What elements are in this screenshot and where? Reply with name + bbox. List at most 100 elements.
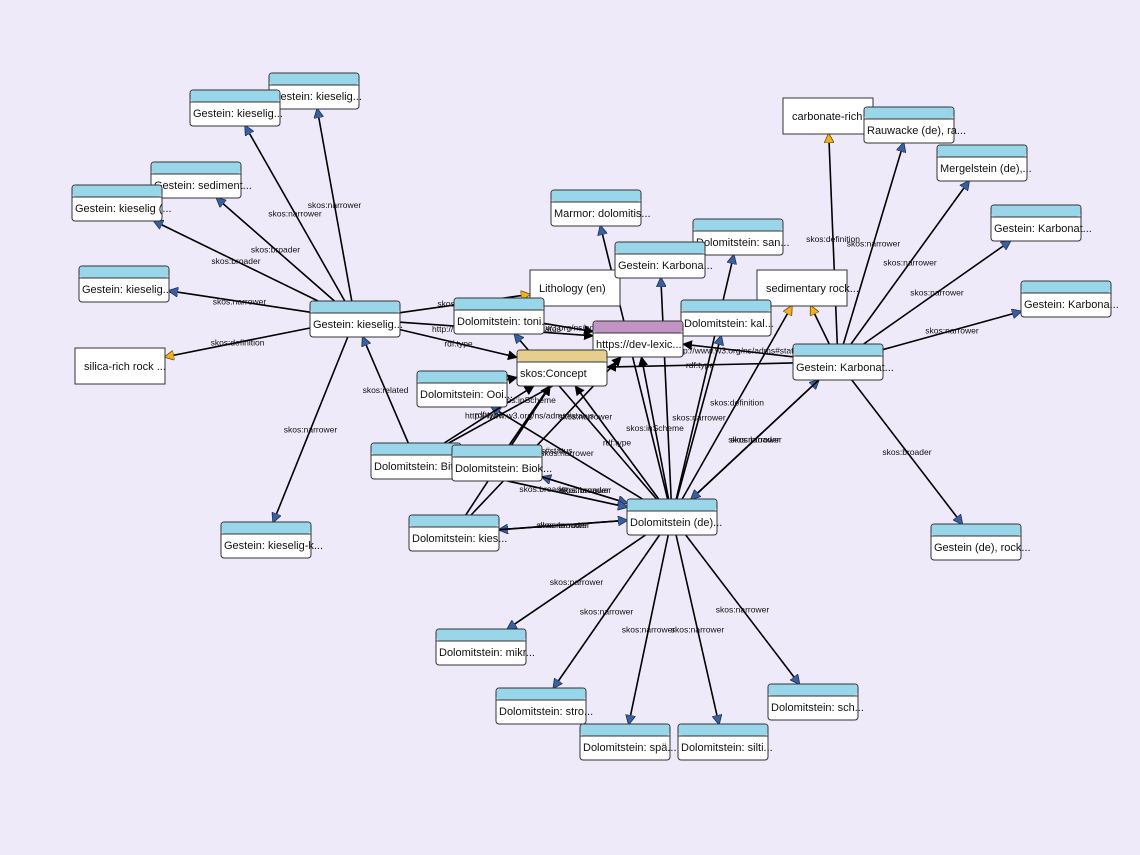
node-d-ooi[interactable]: Dolomitstein: Ooi... [416,370,513,408]
edge-g-karb-center-to-g-karb-r2[interactable] [882,311,1021,351]
node-g-kies-center[interactable]: Gestein: kieselig... [309,300,403,338]
edge-g-kies-center-to-skos-concept[interactable] [399,328,518,361]
node-label: Dolomitstein: spä... [583,742,677,754]
node-g-karb-mid[interactable]: Gestein: Karbona... [614,241,713,279]
edge-d-main-to-scheme[interactable] [638,356,670,500]
edge-g-kies-center-to-g-kies-left[interactable] [169,291,311,313]
node-header [615,242,705,254]
edge-d-main-to-d-silti[interactable] [675,534,719,724]
node-label: Lithology (en) [539,283,606,295]
node-d-mikr[interactable]: Dolomitstein: mikr... [435,628,535,666]
edge-g-kies-center-to-g-sediment[interactable] [217,198,335,302]
edge-d-main-to-g-karb-mid[interactable] [661,278,672,500]
node-d-toni[interactable]: Dolomitstein: toni... [453,297,551,335]
node-g-karb-r1[interactable]: Gestein: Karbonat... [990,204,1092,242]
node-lit-lithology[interactable]: Lithology (en) [529,269,621,307]
node-header [436,629,526,641]
edge-d-bit-to-g-kies-center[interactable] [363,337,410,444]
node-rauwacke[interactable]: Rauwacke (de), ra... [863,106,966,144]
node-label: Dolomitstein: mikr... [439,647,535,659]
node-d-san[interactable]: Dolomitstein: san... [692,218,790,256]
edge-label: skos:narrower [925,326,979,336]
node-header [991,205,1081,217]
node-d-stro[interactable]: Dolomitstein: stro... [495,687,593,725]
edge-label: rdf:type [444,339,473,349]
node-lit-carbonate[interactable]: carbonate-rich r... [782,97,878,135]
node-d-kies[interactable]: Dolomitstein: kies... [408,514,507,552]
edge-d-main-to-d-stro[interactable] [553,534,661,688]
edge-d-bit-to-skos-concept[interactable] [443,385,535,444]
edge-label: skos:narrower [540,448,594,458]
node-label: Gestein: kieselig... [193,108,283,120]
edge-g-karb-center-to-g-karb-r1[interactable] [863,241,1011,345]
node-scheme[interactable]: https://dev-lexic... [592,320,684,358]
edge-g-kies-center-to-lit-silica[interactable] [165,327,311,357]
node-g-sediment[interactable]: Gestein: sediment... [150,161,252,199]
edge-layer [154,109,1021,724]
edge-g-karb-center-to-lit-carbonate[interactable] [829,134,839,345]
node-label: Gestein: sediment... [154,180,252,192]
node-g-kies-paren[interactable]: Gestein: kieselig (... [71,184,172,222]
edge-d-main-to-d-ooi[interactable] [492,407,643,500]
node-d-bit[interactable]: Dolomitstein: Bit... [370,442,463,480]
edge-label: skos:narrower [910,288,964,298]
node-marmor[interactable]: Marmor: dolomitis... [550,189,651,227]
node-header [1021,281,1111,293]
edge-label: skos:narrower [284,425,338,435]
edge-g-karb-center-to-rauwacke[interactable] [842,143,903,345]
edge-d-main-to-d-san[interactable] [675,255,734,500]
node-g-kies-t2[interactable]: Gestein: kieselig... [189,89,283,127]
edge-label: skos:broader [251,245,300,255]
node-label: Gestein: Karbona... [618,260,713,272]
node-g-rock[interactable]: Gestein (de), rock... [930,523,1031,561]
literal-box [782,97,874,135]
node-header [580,724,670,736]
edge-g-karb-center-to-g-rock[interactable] [851,379,962,524]
node-d-sch[interactable]: Dolomitstein: sch... [767,683,864,721]
edge-label: skos:narrower [213,297,267,307]
node-d-silti[interactable]: Dolomitstein: silti... [677,723,773,761]
node-layer: Gestein: kieselig...Gestein: kieselig...… [71,72,1119,761]
node-d-main[interactable]: Dolomitstein (de)... [626,498,722,536]
node-header [768,684,858,696]
node-g-kies-t1[interactable]: Gestein: kieselig... [268,72,362,110]
node-g-karb-center[interactable]: Gestein: Karbonat... [792,343,894,381]
node-mergelstein[interactable]: Mergelstein (de),... [936,144,1032,182]
edge-g-karb-center-to-mergelstein[interactable] [850,181,969,345]
edge-g-kies-center-to-g-kies-paren[interactable] [154,221,319,302]
edge-d-main-to-d-sch[interactable] [685,534,800,684]
edge-g-karb-center-to-scheme[interactable] [682,340,794,358]
edge-d-main-to-lit-sedimentary[interactable] [681,306,792,500]
node-g-karb-r2[interactable]: Gestein: Karbona... [1020,280,1119,318]
edge-g-karb-center-to-skos-concept[interactable] [606,361,794,372]
node-header [371,443,461,455]
edge-g-kies-center-to-g-kies-t2[interactable] [245,126,346,302]
node-g-kies-k[interactable]: Gestein: kieselig-k... [220,521,323,559]
edge-label: skos:narrower [559,412,613,422]
edge-d-ooi-to-skos-concept[interactable] [506,374,518,385]
node-g-kies-left[interactable]: Gestein: kieselig... [78,265,172,303]
edge-g-karb-center-to-d-main[interactable] [691,379,820,499]
node-lit-silica[interactable]: silica-rich rock ... [74,347,166,385]
edge-d-biok-to-d-main[interactable] [541,476,627,503]
edge-g-karb-center-to-lit-sedimentary[interactable] [811,306,830,345]
node-lit-sedimentary[interactable]: sedimentary rock... [756,269,859,307]
edge-g-kies-center-to-g-kies-t1[interactable] [317,109,353,302]
node-header [151,162,241,174]
node-label: Mergelstein (de),... [940,163,1032,175]
edge-d-toni-to-scheme[interactable] [543,322,594,336]
node-skos-concept[interactable]: skos:Concept [516,349,608,387]
edge-d-main-to-d-spae[interactable] [629,534,670,724]
edge-g-kies-center-to-g-kies-k[interactable] [273,336,349,522]
node-d-biok[interactable]: Dolomitstein: Biok... [451,444,552,482]
edge-d-main-to-d-kal[interactable] [676,336,721,500]
node-d-spae[interactable]: Dolomitstein: spä... [579,723,677,761]
edge-d-main-to-skos-concept[interactable] [574,385,660,500]
edge-d-main-to-d-mikr[interactable] [507,534,647,629]
node-d-kal[interactable]: Dolomitstein: kal... [680,299,774,337]
node-header [221,522,311,534]
literal-box [756,269,848,307]
edge-d-kies-to-d-main[interactable] [498,520,627,531]
literal-box [74,347,166,385]
